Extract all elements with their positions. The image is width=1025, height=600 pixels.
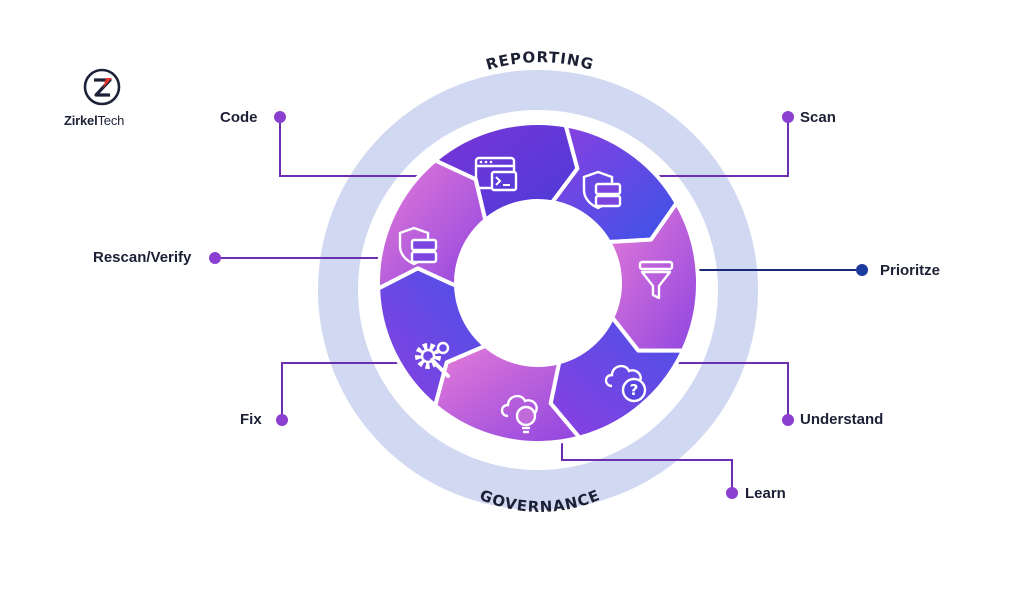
connector-code-dot [274,111,286,123]
connector-lines [209,111,868,499]
cloud-lightbulb-icon [500,394,538,434]
step-label-scan: Scan [800,109,836,126]
step-label-rescan-verify: Rescan/Verify [93,249,192,266]
connector-rescan-dot [209,252,221,264]
connector-prioritize-dot [856,264,868,276]
cloud-question-icon: ? [604,364,647,403]
connector-code [279,117,470,177]
zirkeltech-logo-icon [83,68,121,106]
step-label-understand: Understand [800,411,884,428]
brand-name: ZirkelTech [64,113,125,128]
step-label-code: Code [220,109,258,126]
connector-fix [281,362,420,420]
connector-learn-dot [726,487,738,499]
connector-fix-dot [276,414,288,426]
gear-wrench-icon [415,341,450,378]
outer-ring [318,70,758,510]
connector-understand [650,362,789,420]
step-label-learn: Learn [745,485,786,502]
segment-icons: ? [398,156,674,434]
connector-learn [561,430,733,493]
connector-scan [620,117,789,177]
step-label-prioritize: Prioritze [880,262,941,279]
terminal-window-icon [474,156,518,192]
shield-scan-icon [582,170,622,210]
svg-text:?: ? [630,381,639,399]
step-label-fix: Fix [240,411,262,428]
connector-understand-dot [782,414,794,426]
funnel-icon [638,260,674,300]
shield-scan-icon [398,226,438,266]
center-hole [456,201,620,365]
connector-scan-dot [782,111,794,123]
